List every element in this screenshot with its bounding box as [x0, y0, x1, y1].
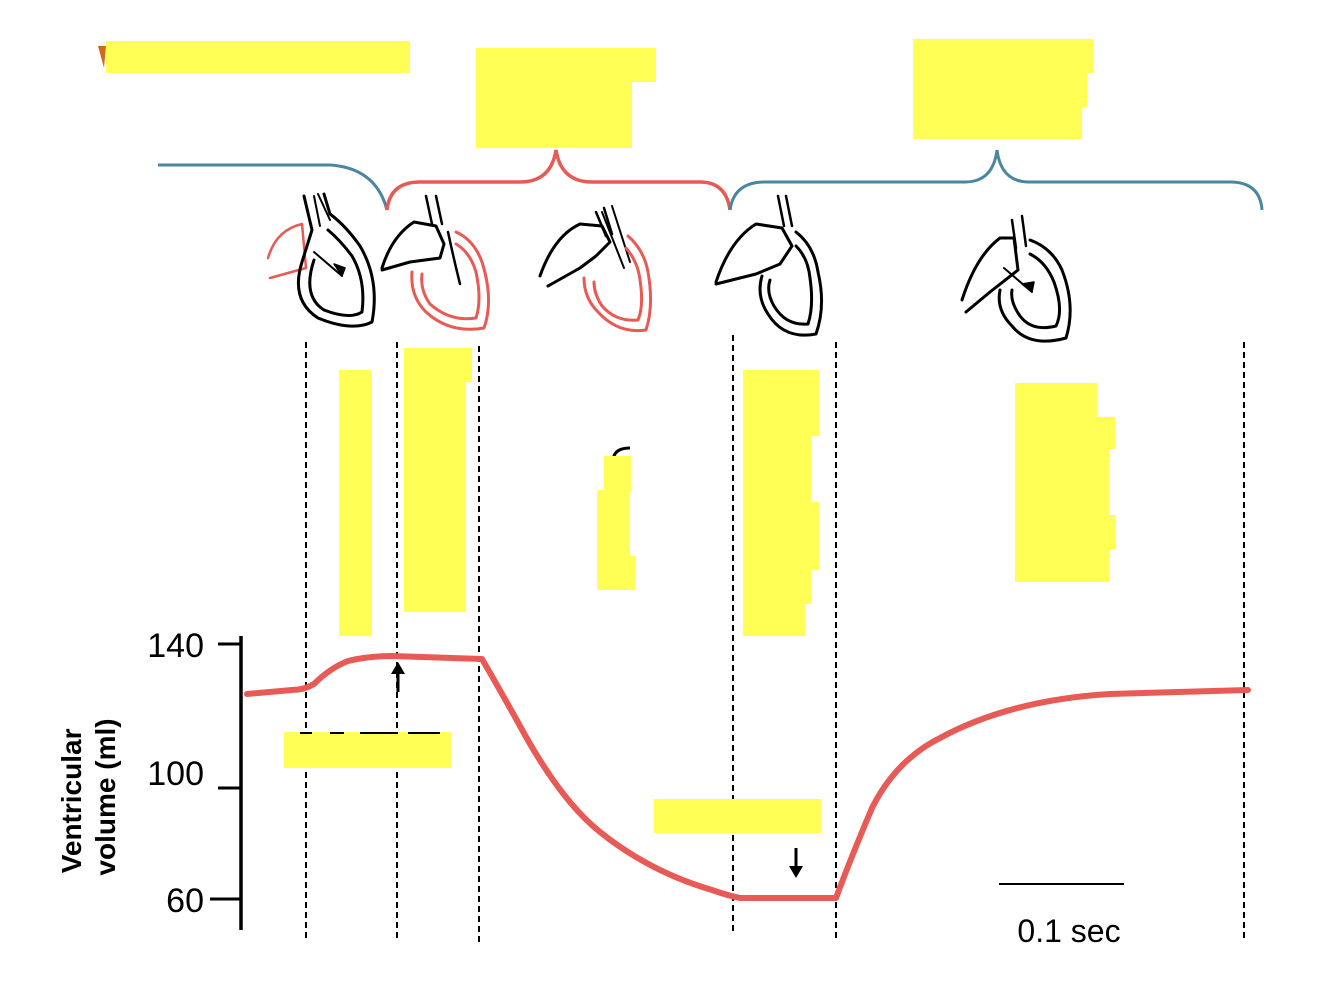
y-tick-label-1: 100	[147, 755, 204, 793]
highlight-systole-label	[476, 48, 656, 148]
orange-fragment	[98, 46, 106, 68]
highlight-phase-1	[339, 370, 372, 636]
highlight-phase-5	[1015, 383, 1115, 582]
y-axis-label-line-1: Ventricular	[56, 728, 87, 873]
edv-arrow	[391, 662, 405, 692]
esv-arrow	[789, 848, 803, 878]
y-axis-label: Ventricular volume (ml)	[56, 718, 121, 875]
y-axis-label-line-2: volume (ml)	[90, 718, 121, 875]
systole-brace	[385, 149, 732, 211]
esv-label-highlight	[654, 799, 821, 833]
diastole-brace-left	[158, 163, 389, 211]
heart-ejection-icon	[538, 205, 653, 333]
y-tick-label-2: 60	[166, 882, 204, 920]
heart-filling-icon	[960, 214, 1072, 343]
highlight-phase-3	[597, 446, 635, 590]
highlight-top-left	[106, 41, 410, 73]
edv-label-highlight	[284, 732, 451, 768]
heart-isovolumic-relaxation-icon	[714, 194, 823, 337]
heart-isovolumic-contraction-icon	[380, 194, 491, 331]
y-axis: 140 100 60	[147, 627, 243, 930]
ventricular-volume-curve	[244, 653, 1251, 901]
highlight-phase-4	[743, 370, 819, 636]
highlight-phase-2	[404, 348, 472, 612]
highlight-diastole-label	[913, 39, 1094, 139]
time-scale-label: 0.1 sec	[1017, 913, 1120, 949]
diastole-brace-right	[728, 149, 1264, 211]
y-tick-label-0: 140	[147, 627, 204, 665]
heart-atrial-contraction-icon	[266, 192, 376, 328]
